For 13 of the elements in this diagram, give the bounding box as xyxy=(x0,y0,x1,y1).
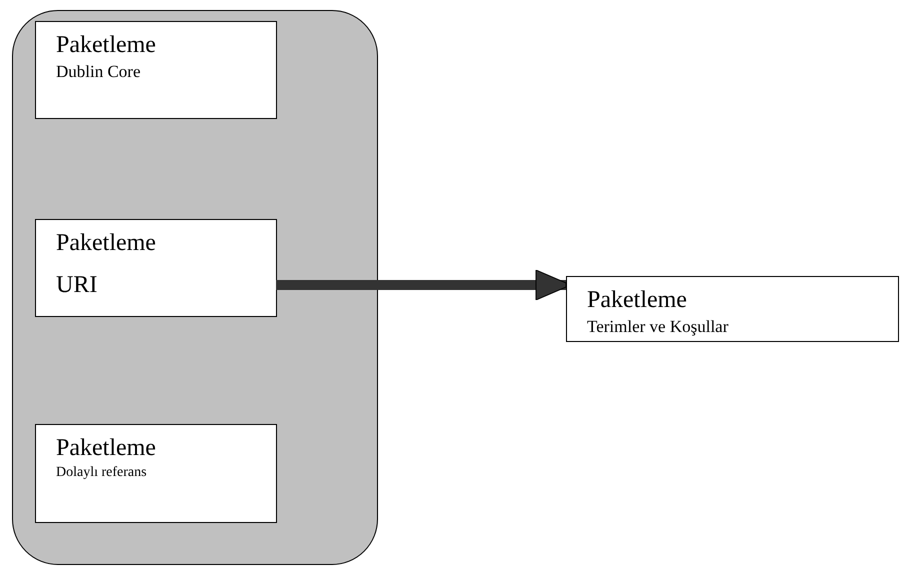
box-subtitle: Dublin Core xyxy=(56,62,142,82)
box-heading: Paketleme xyxy=(587,287,688,315)
box-heading: Paketleme xyxy=(56,435,157,463)
container-panel xyxy=(12,10,378,565)
process-box xyxy=(35,424,277,523)
box-subtitle: Terimler ve Koşullar xyxy=(587,316,730,336)
box-subtitle: URI xyxy=(56,272,98,300)
box-heading: Paketleme xyxy=(56,230,157,258)
process-box xyxy=(566,276,899,342)
box-subtitle: Dolaylı referans xyxy=(56,464,148,481)
box-heading: Paketleme xyxy=(56,32,157,60)
process-box xyxy=(35,21,277,119)
process-box xyxy=(35,219,277,317)
